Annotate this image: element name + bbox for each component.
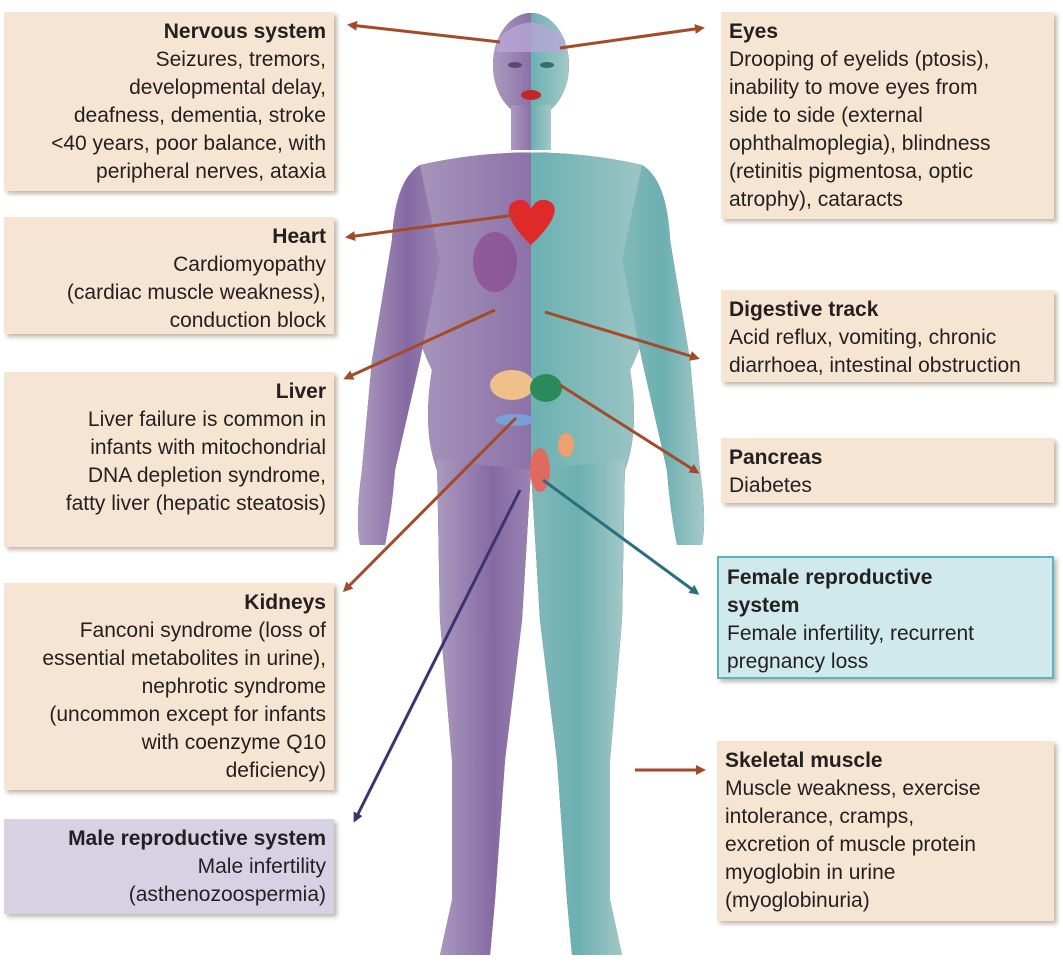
digestive-track-title: Digestive track xyxy=(729,298,879,321)
pancreas-description: Diabetes xyxy=(729,474,812,497)
nervous-system-title: Nervous system xyxy=(163,20,326,43)
liver-box: Liver Liver failure is common in infants… xyxy=(4,372,334,547)
female-reproductive-box: Female reproductive system Female infert… xyxy=(717,556,1054,679)
arrow-kidneys xyxy=(342,416,518,593)
arrow-eyes xyxy=(559,24,705,50)
eyes-box: Eyes Drooping of eyelids (ptosis), inabi… xyxy=(721,12,1054,219)
nervous-system-box: Nervous system Seizures, tremors, develo… xyxy=(4,12,334,191)
kidney-organ xyxy=(530,448,550,492)
arrow-digestive xyxy=(544,310,700,361)
uterus-organ xyxy=(558,433,574,457)
kidneys-box: Kidneys Fanconi syndrome (loss of essent… xyxy=(4,583,334,790)
eyes-description: Drooping of eyelids (ptosis), inability … xyxy=(729,48,991,211)
heart-organ xyxy=(508,199,555,245)
arrow-liver xyxy=(343,308,496,380)
kidneys-title: Kidneys xyxy=(244,591,326,614)
heart-box: Heart Cardiomyopathy (cardiac muscle wea… xyxy=(4,217,334,334)
lung-organ xyxy=(473,232,517,292)
digestive-track-box: Digestive track Acid reflux, vomiting, c… xyxy=(721,290,1054,382)
stomach-organ xyxy=(530,374,562,402)
skeletal-muscle-box: Skeletal muscle Muscle weakness, exercis… xyxy=(717,741,1054,921)
heart-title: Heart xyxy=(272,225,326,248)
skeletal-muscle-description: Muscle weakness, exercise intolerance, c… xyxy=(725,777,981,912)
arrow-female xyxy=(542,478,700,595)
lips-shape xyxy=(521,90,541,100)
liver-description: Liver failure is common in infants with … xyxy=(65,408,326,515)
nervous-system-description: Seizures, tremors, developmental delay, … xyxy=(51,48,326,183)
eyes-title: Eyes xyxy=(729,20,779,43)
arrow-pancreas xyxy=(559,383,700,474)
eye-left-shape xyxy=(508,62,522,68)
pancreas-title: Pancreas xyxy=(729,446,823,469)
skeletal-muscle-title: Skeletal muscle xyxy=(725,749,883,772)
eye-right-shape xyxy=(540,62,554,68)
arrow-nervous xyxy=(347,20,501,44)
brain-shape xyxy=(497,22,565,52)
arrows xyxy=(342,20,706,823)
digestive-track-description: Acid reflux, vomiting, chronic diarrhoea… xyxy=(729,326,1021,377)
heart-description: Cardiomyopathy (cardiac muscle weakness)… xyxy=(66,253,326,332)
male-reproductive-description: Male infertility (asthenozoospermia) xyxy=(128,855,326,906)
liver-organ xyxy=(490,370,534,400)
male-reproductive-box: Male reproductive system Male infertilit… xyxy=(4,819,334,914)
body-silhouette xyxy=(357,13,705,955)
female-reproductive-description: Female infertility, recurrent pregnancy … xyxy=(727,622,975,673)
pancreas-box: Pancreas Diabetes xyxy=(721,438,1054,503)
arrow-male xyxy=(353,489,522,823)
arrow-heart xyxy=(345,213,516,242)
liver-title: Liver xyxy=(275,380,326,403)
female-reproductive-title: Female reproductive system xyxy=(727,566,933,617)
kidneys-description: Fanconi syndrome (loss of essential meta… xyxy=(42,619,326,782)
male-reproductive-title: Male reproductive system xyxy=(68,827,326,850)
